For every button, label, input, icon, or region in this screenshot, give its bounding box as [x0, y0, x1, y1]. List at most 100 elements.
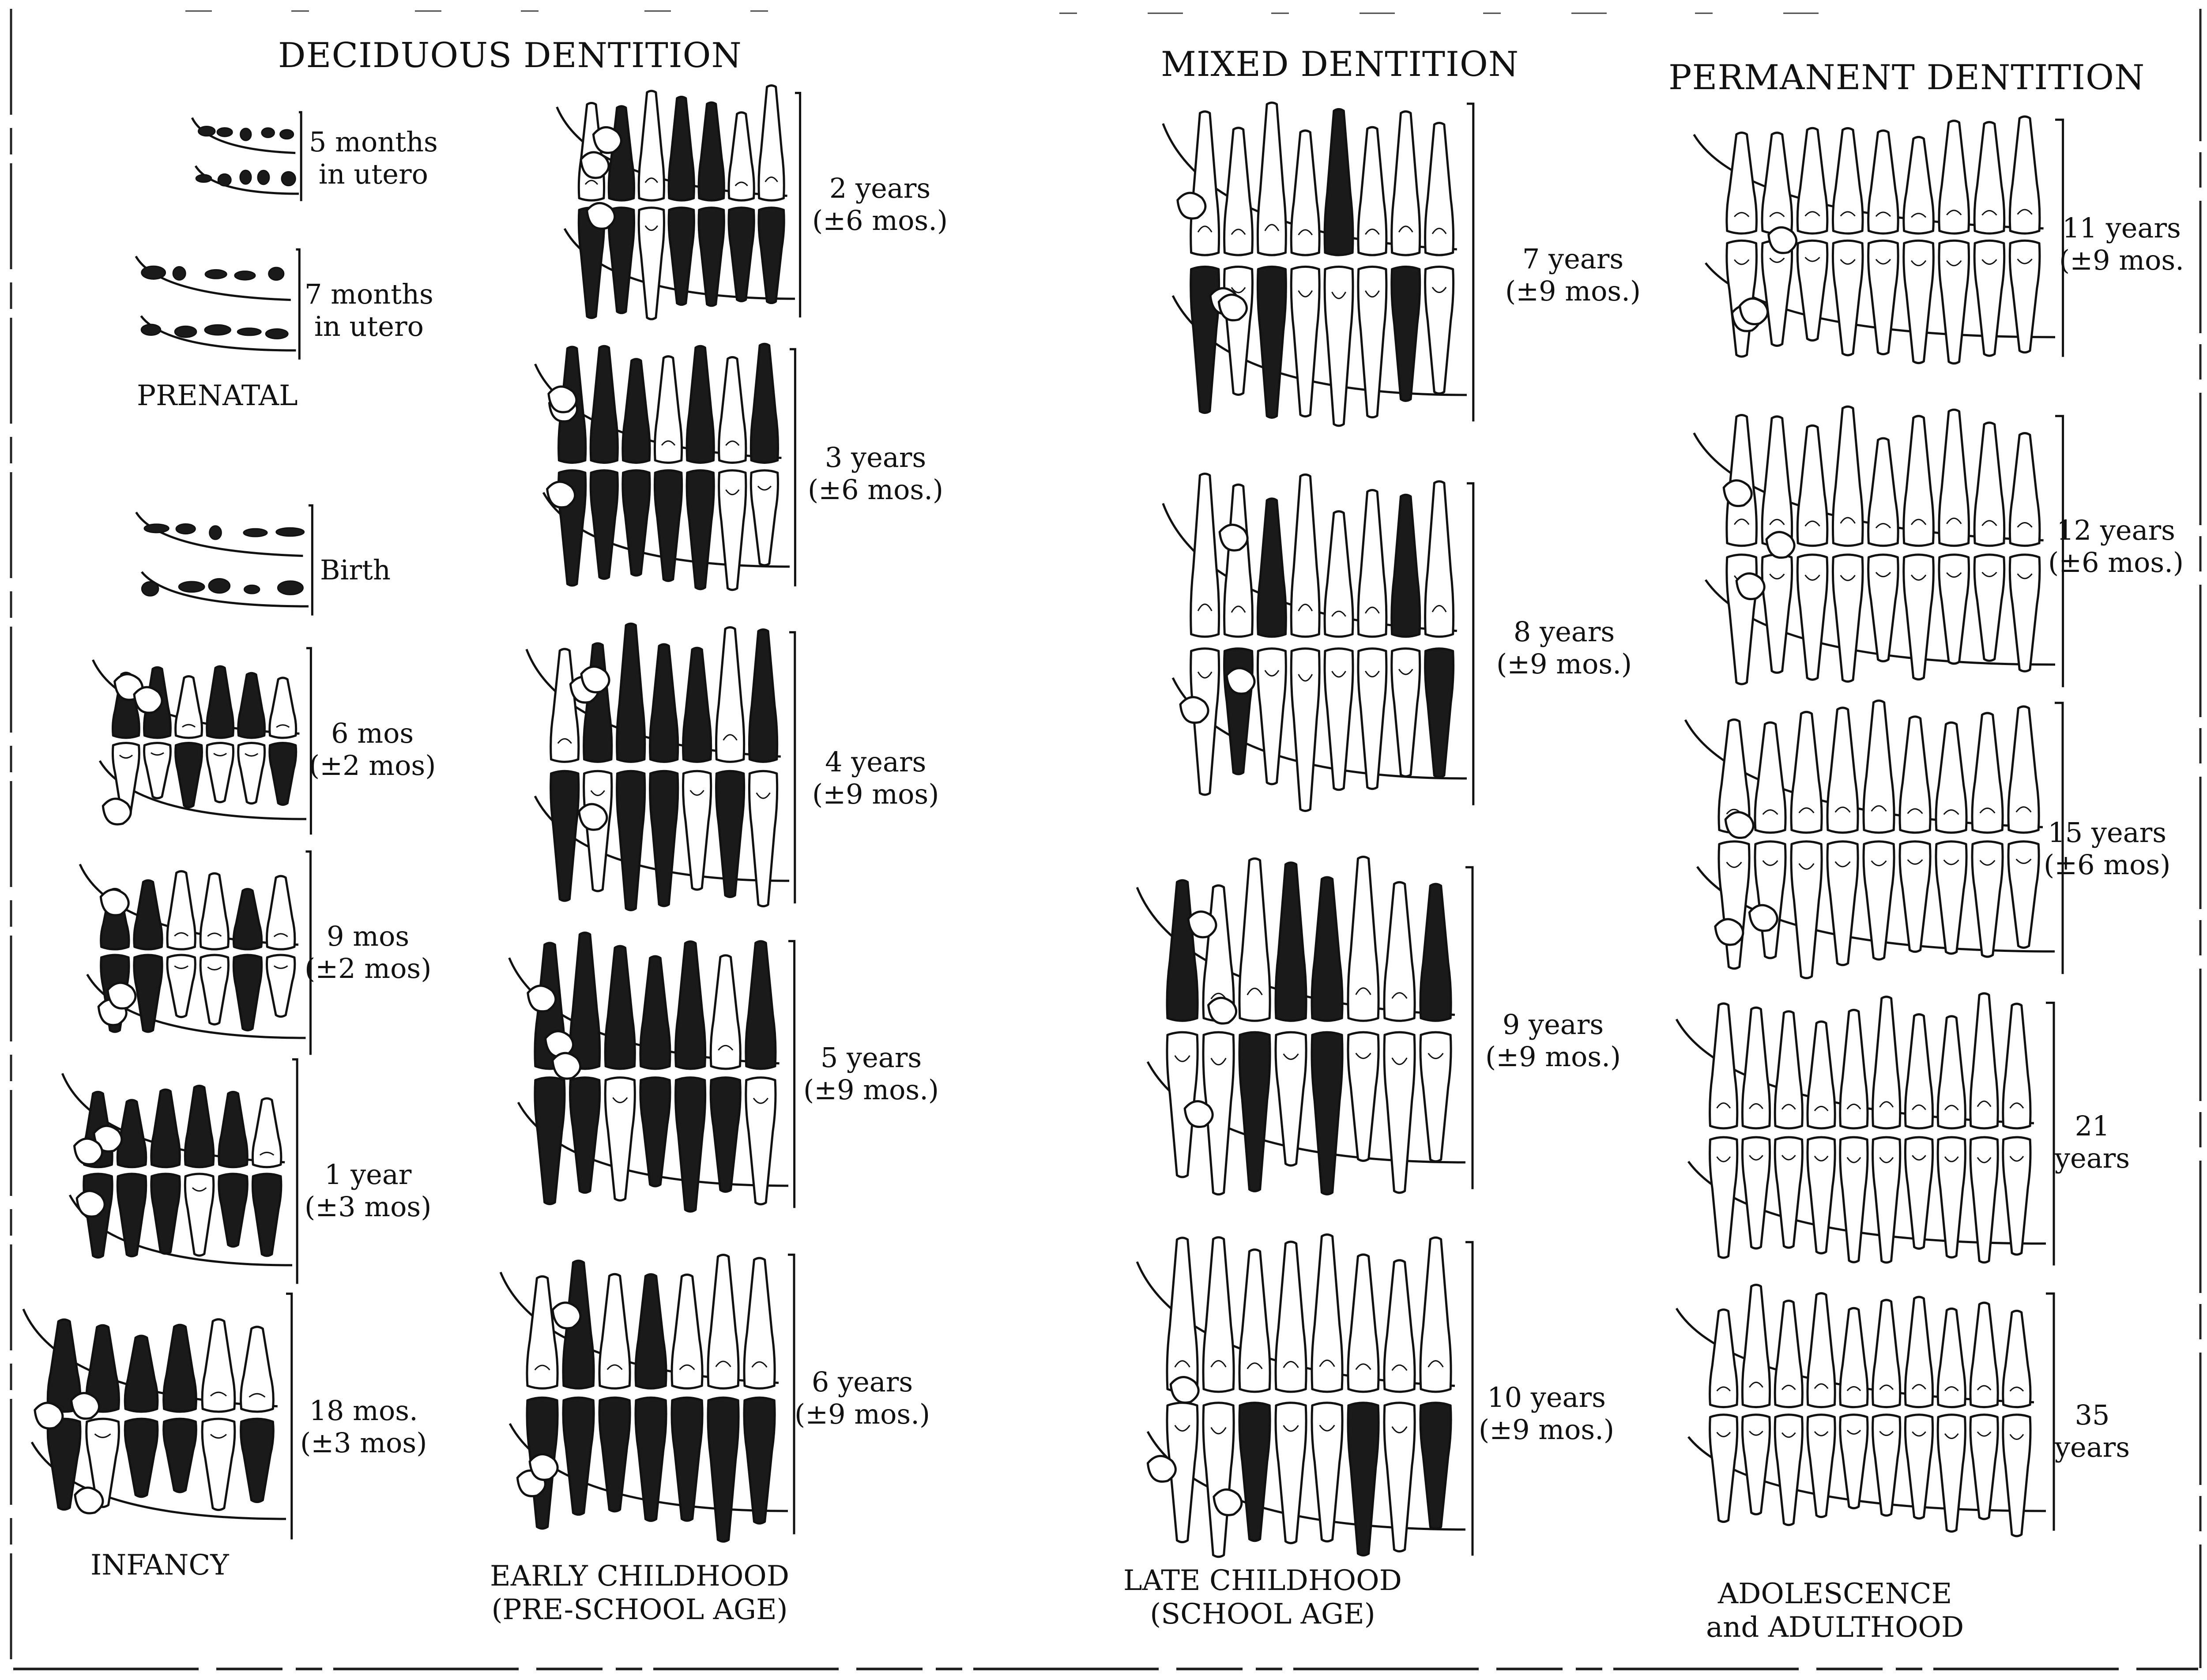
tooth [1224, 485, 1253, 637]
tooth-bud [278, 581, 303, 595]
tooth [267, 955, 294, 1017]
tooth [1384, 1032, 1415, 1193]
tooth-bud [209, 579, 230, 593]
tooth-bud [141, 324, 160, 335]
tooth [1239, 1250, 1270, 1392]
tooth [719, 470, 746, 590]
tooth [749, 630, 777, 762]
tooth [1762, 417, 1792, 546]
tooth [1420, 884, 1451, 1021]
dentition-drawing [521, 627, 803, 909]
age-range: in utero [309, 158, 438, 190]
tooth [650, 771, 678, 906]
stage-illustration [88, 644, 318, 838]
tooth [1970, 993, 1998, 1128]
tooth [1938, 1016, 1965, 1128]
stage-illustration [190, 110, 305, 203]
developing-tooth-crypt [1219, 295, 1247, 320]
developing-tooth-crypt [1736, 573, 1764, 599]
dentition-drawing [132, 503, 318, 618]
tooth [1167, 880, 1198, 1021]
tooth [591, 470, 618, 579]
tooth [1970, 1303, 1998, 1407]
developing-tooth-crypt [75, 1488, 103, 1513]
tooth [1239, 1403, 1270, 1541]
tooth [117, 1100, 146, 1167]
tooth [563, 1398, 594, 1515]
age-value: 2 years [812, 172, 948, 204]
age-value: 18 mos. [300, 1394, 427, 1427]
tooth [125, 1419, 158, 1497]
tooth [1840, 1137, 1868, 1262]
tooth [1425, 123, 1454, 255]
tooth [1873, 1137, 1900, 1263]
tooth [719, 357, 746, 462]
tooth [599, 1274, 630, 1388]
age-label: 7 years(±9 mos.) [1505, 243, 1641, 307]
age-label: 4 years(±9 mos) [812, 746, 939, 810]
tooth [1864, 842, 1894, 959]
tooth-bud [144, 524, 169, 533]
stage-illustration [1668, 1289, 2066, 1536]
tooth-bud [240, 170, 251, 184]
tooth [1742, 1285, 1770, 1407]
developing-tooth-crypt [553, 1303, 580, 1328]
tooth [267, 876, 294, 949]
midline-bracket [286, 1294, 292, 1540]
tooth [1833, 241, 1863, 355]
tooth [1900, 717, 1930, 833]
age-range: (±2 mos) [305, 952, 431, 985]
midline-bracket [299, 112, 301, 201]
stage-illustration [1677, 697, 2075, 980]
tooth [1291, 649, 1319, 811]
tooth [1904, 137, 1934, 233]
tooth [1325, 511, 1353, 637]
tooth [1840, 1308, 1868, 1407]
age-range: (±6 mos.) [812, 204, 948, 237]
tooth [1939, 555, 1969, 664]
dentition-drawing [1130, 1236, 1483, 1562]
tooth [729, 113, 754, 200]
tooth [1938, 1308, 1965, 1407]
tooth [1873, 997, 1900, 1128]
midline-bracket [309, 505, 312, 616]
tooth [2008, 707, 2039, 833]
tooth-bud [142, 266, 166, 279]
tooth [1905, 1015, 1932, 1128]
tooth [1938, 1137, 1965, 1257]
tooth [1797, 128, 1827, 233]
tooth [207, 666, 234, 738]
tooth [1392, 495, 1420, 637]
age-label: 6 mos(±2 mos) [309, 717, 436, 782]
age-range: (±6 mos.) [2048, 546, 2184, 579]
tooth-bud [196, 175, 211, 182]
stage-illustration [1156, 477, 1483, 812]
tooth [1833, 128, 1863, 234]
developing-tooth-crypt [35, 1403, 63, 1428]
tooth [1719, 842, 1749, 969]
developing-tooth-crypt [1180, 697, 1208, 723]
tooth [759, 208, 784, 303]
tooth [134, 880, 162, 949]
dentition-drawing [1668, 1289, 2066, 1536]
tooth [1727, 133, 1757, 233]
midline-bracket [1467, 483, 1473, 805]
age-value: 1 year [305, 1158, 431, 1191]
midline-bracket [788, 941, 795, 1208]
dentition-drawing [1686, 410, 2075, 693]
tooth [1258, 499, 1286, 637]
tooth [1797, 555, 1827, 680]
tooth [1312, 1032, 1342, 1194]
developing-tooth-crypt [1769, 227, 1796, 253]
infancy-label: INFANCY [90, 1549, 229, 1582]
tooth-bud [176, 524, 195, 534]
age-range: (±2 mos) [309, 749, 436, 782]
tooth [1972, 842, 2003, 957]
dentition-drawing [552, 88, 808, 322]
tooth [729, 208, 754, 301]
tooth [1392, 112, 1420, 256]
tooth [1203, 1403, 1234, 1557]
developing-tooth-crypt [579, 804, 607, 830]
midline-bracket [292, 1060, 297, 1284]
tooth [1936, 722, 1966, 833]
